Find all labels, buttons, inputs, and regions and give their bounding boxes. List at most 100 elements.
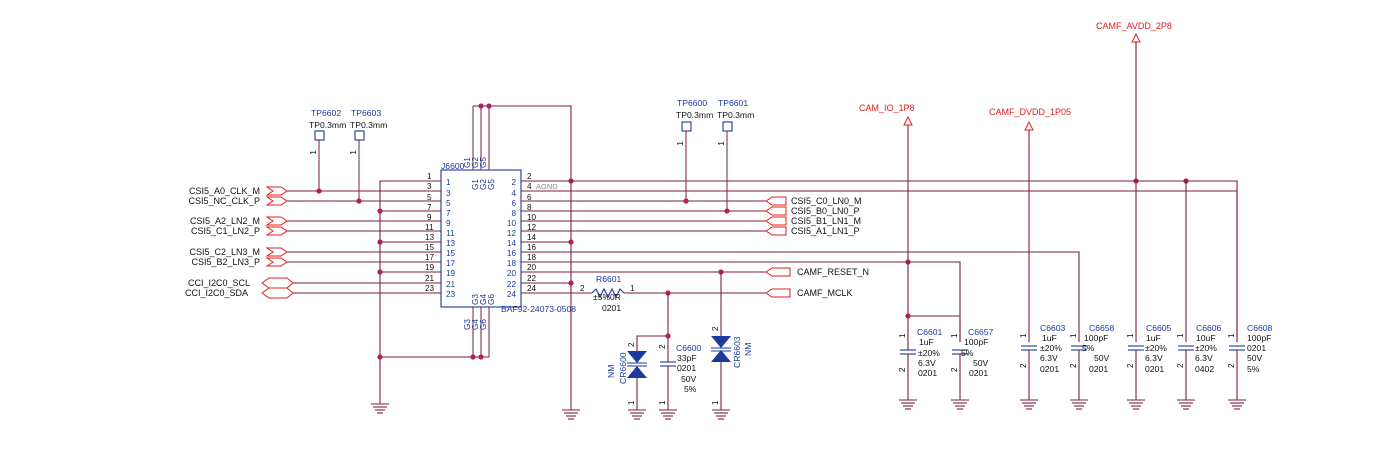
cap-pin: 1 (658, 400, 667, 405)
net-label: CAMF_MCLK (797, 288, 853, 298)
tp-value: TP0.3mm (350, 120, 387, 130)
tp-value: TP0.3mm (676, 110, 713, 120)
inner-pin-label: 15 (446, 249, 456, 258)
ground-pin-label: G6 (479, 319, 488, 330)
inner-pin-label: 8 (511, 209, 516, 218)
resistor-r6601: R6601 ±5% 0R 0201 2 1 (580, 274, 635, 313)
pin-number: 16 (527, 243, 537, 252)
cap-value: 0201 (1089, 364, 1108, 374)
power-rail-label: CAM_IO_1P8 (859, 103, 915, 113)
pin-number: 1 (427, 172, 432, 181)
cap-value: 5% (961, 348, 974, 358)
tp-ref: TP6603 (351, 108, 381, 118)
ground-symbol (1228, 399, 1246, 410)
inner-pin-label: 22 (507, 280, 517, 289)
resistor-pin: 1 (630, 284, 635, 293)
ground-symbol (1177, 399, 1195, 410)
testpoints-right: TP6600 TP0.3mm 1 TP6601 TP0.3mm 1 (676, 98, 754, 214)
cap-value: 50V (1247, 353, 1263, 363)
tp-ref: TP6602 (311, 108, 341, 118)
cap-value: ±20% (1040, 343, 1062, 353)
pin-number: 23 (425, 284, 435, 293)
ground-pin-inner-label: G6 (487, 294, 496, 305)
cap-value: 100pF (1084, 333, 1108, 343)
ground-pin-inner-label: G2 (479, 179, 488, 190)
diode-cr6603: CR6603 NM 2 1 (711, 326, 753, 420)
cap-value: 1uF (1146, 333, 1161, 343)
cap-ref: C6657 (968, 327, 994, 337)
net-label: CSI5_A2_LN2_M (190, 216, 260, 226)
pin-number: 11 (425, 223, 434, 232)
pin-number: 17 (425, 253, 435, 262)
ground-pin-inner-label: G3 (471, 294, 480, 305)
pin-number: 14 (527, 233, 537, 242)
inner-pin-label: 7 (446, 209, 451, 218)
ground-pin-inner-label: G4 (479, 294, 488, 305)
ground-symbol (899, 399, 917, 410)
cap-pin: 2 (1176, 363, 1185, 368)
connector-ref: J6600 (441, 161, 465, 171)
pin-number: 22 (527, 274, 537, 283)
capacitor-c6657: C6657 100pF 5% 50V 0201 1 2 (950, 327, 994, 410)
net-label: CSI5_C1_LN2_P (191, 226, 260, 236)
inner-pin-label: 21 (446, 280, 456, 289)
pin-number: 9 (427, 213, 432, 222)
diode-pin: 2 (627, 342, 636, 347)
diode-note: NM (606, 365, 616, 378)
cap-value: 5% (684, 384, 697, 394)
cap-value: 0201 (1145, 364, 1164, 374)
ground-pin-inner-label: G1 (471, 179, 480, 190)
inner-pin-label: 4 (511, 189, 516, 198)
power-rail-avdd: CAMF_AVDD_2P8 (521, 21, 1238, 342)
net-label: CCI_I2C0_SDA (185, 288, 248, 298)
cap-pin: 1 (950, 333, 959, 338)
inner-pin-label: 11 (446, 229, 455, 238)
pin-number: 3 (427, 182, 432, 191)
inner-pin-label: 19 (446, 269, 456, 278)
cap-value: 0201 (677, 363, 696, 373)
resistor-value: 0R (610, 292, 621, 302)
capacitor-c6606: C6606 10uF ±20% 6.3V 0402 1 2 (1176, 323, 1222, 410)
connector-j6600: J6600 BAF92-24073-0508 1 3 5 7 9 11 13 1… (440, 106, 576, 357)
diode-ref: CR6600 (618, 352, 628, 384)
cap-pin: 2 (1227, 363, 1236, 368)
inner-pin-label: 13 (446, 239, 456, 248)
cap-value: 1uF (919, 337, 934, 347)
resistor-pin: 2 (580, 284, 585, 293)
inner-pin-label: 10 (507, 219, 517, 228)
cap-value: 10uF (1196, 333, 1216, 343)
cap-pin: 2 (1069, 363, 1078, 368)
inner-pin-label: 24 (507, 290, 517, 299)
resistor-tolerance: ±5% (593, 292, 610, 302)
inner-pin-label: 17 (446, 259, 456, 268)
cap-ref: C6606 (1196, 323, 1222, 333)
pin-number: 12 (527, 223, 537, 232)
net-label: CSI5_C0_LN0_M (791, 196, 862, 206)
testpoints-left: TP6602 TP0.3mm 1 TP6603 TP0.3mm 1 (309, 108, 387, 204)
net-label: CCI_I2C0_SCL (188, 278, 250, 288)
ground-pin-inner-label: G5 (487, 179, 496, 190)
tp-ref: TP6600 (677, 98, 707, 108)
ground-symbol (371, 400, 389, 414)
tp-ref: TP6601 (718, 98, 748, 108)
ground-symbol (1070, 399, 1088, 410)
cap-value: 100pF (964, 337, 988, 347)
inner-pin-label: 3 (446, 189, 451, 198)
diode-ref: CR6603 (732, 336, 742, 368)
pin-number: 4 (527, 182, 532, 191)
cap-pin: 2 (1019, 363, 1028, 368)
inner-pin-label: 23 (446, 290, 456, 299)
capacitor-c6600: C6600 33pF 0201 50V 5% 2 1 (658, 343, 702, 420)
pin-number: 18 (527, 253, 537, 262)
cap-pin: 1 (1069, 333, 1078, 338)
cap-value: 6.3V (1040, 353, 1058, 363)
cap-value: ±20% (918, 348, 940, 358)
inner-pin-label: 18 (507, 259, 517, 268)
cap-value: 50V (1094, 353, 1110, 363)
ground-symbol (951, 399, 969, 410)
inner-pin-label: 14 (507, 239, 517, 248)
cap-pin: 2 (898, 367, 907, 372)
cap-pin: 1 (898, 333, 907, 338)
pin-number: 2 (527, 172, 532, 181)
